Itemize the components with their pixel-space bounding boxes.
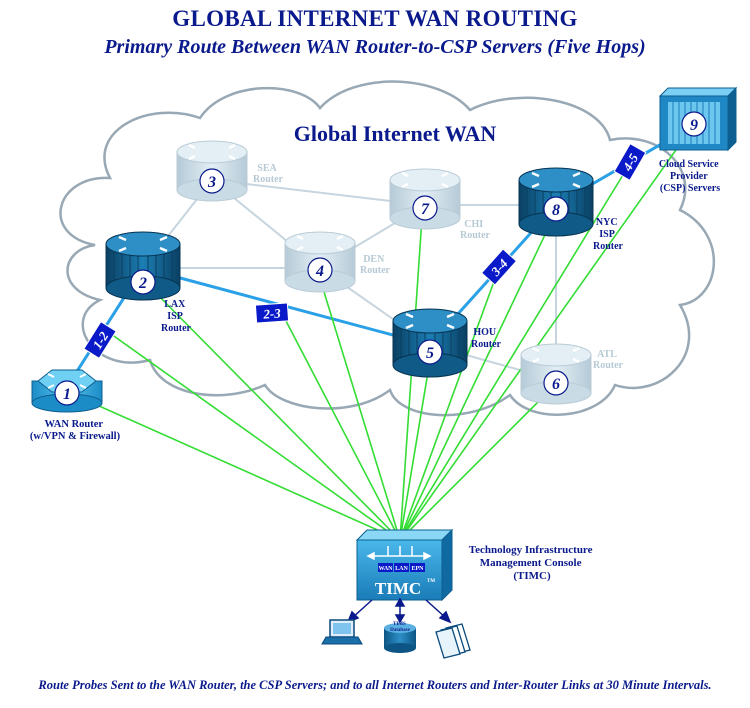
router-5-number-badge <box>417 339 443 365</box>
router-8[interactable]: 8 <box>518 167 594 237</box>
page-title: GLOBAL INTERNET WAN ROUTING <box>172 6 578 31</box>
router-7[interactable]: 7 <box>389 168 461 230</box>
link-badge-2-3: 2-3 <box>254 302 290 324</box>
link-badge-3-4: 3-4 <box>480 248 518 286</box>
router-3-number: 3 <box>207 174 216 191</box>
page-subtitle: Primary Route Between WAN Router-to-CSP … <box>104 36 646 58</box>
router-4[interactable]: 4 <box>284 231 356 293</box>
router-6[interactable]: 6 <box>520 343 592 405</box>
router-1-number: 1 <box>63 386 71 403</box>
link-badge-1-2: 1-2 <box>83 320 117 360</box>
timc-tag-wan <box>378 563 393 572</box>
svg-text:LAN: LAN <box>395 566 408 572</box>
router-7-label: CHI Router <box>460 219 491 241</box>
cloud-label: Global Internet WAN <box>294 121 497 146</box>
router-6-number-badge <box>543 370 569 396</box>
router-5[interactable]: 5 <box>392 308 468 378</box>
router-4-number-badge <box>307 257 333 283</box>
timc-tm: TM <box>427 579 435 584</box>
csp-servers[interactable]: 9 <box>658 86 738 152</box>
router-2-number-badge <box>130 269 156 295</box>
router-1[interactable]: 1 <box>31 369 103 413</box>
link-badge-4-5: 4-5 <box>613 142 647 182</box>
svg-text:2-3: 2-3 <box>262 305 282 321</box>
timc-peripheral-links <box>346 597 452 624</box>
laptop-icon <box>321 619 363 645</box>
router-2[interactable]: 2 <box>105 231 181 301</box>
documents-icon <box>435 623 471 659</box>
probe-lines <box>69 129 691 541</box>
router-3[interactable]: 3 <box>176 140 248 202</box>
router-7-number: 7 <box>421 201 430 218</box>
router-1-number-badge <box>54 380 80 406</box>
router-6-number: 6 <box>552 376 560 393</box>
router-3-number-badge <box>199 168 225 194</box>
router-2-label: LAX ISP Router <box>161 299 192 334</box>
router-3-label: SEA Router <box>253 163 284 185</box>
csp-number: 9 <box>690 117 698 134</box>
router-5-label: HOU Router <box>471 327 502 350</box>
timc-console[interactable]: WAN LAN EPN TIMC TM <box>355 528 454 602</box>
svg-text:WAN: WAN <box>378 566 393 572</box>
router-7-number-badge <box>412 195 438 221</box>
csp-label: Cloud Service Provider (CSP) Servers <box>659 159 721 194</box>
router-1-label: WAN Router (w/VPN & Firewall) <box>30 419 121 442</box>
router-4-label: DEN Router <box>360 254 391 276</box>
router-8-number: 8 <box>552 202 560 219</box>
database-label: TIMS Database <box>390 622 411 633</box>
database-icon: TIMS Database <box>384 622 416 653</box>
timc-tag-lan <box>394 563 409 572</box>
timc-logo: TIMC <box>375 579 421 598</box>
router-6-label: ATL Router <box>593 349 624 371</box>
timc-arrows-icon <box>366 546 432 561</box>
router-4-number: 4 <box>315 263 324 280</box>
timc-tag-epn <box>410 563 425 572</box>
router-8-number-badge <box>543 196 569 222</box>
footer-note: Route Probes Sent to the WAN Router, the… <box>38 678 712 692</box>
router-5-number: 5 <box>426 345 434 362</box>
router-8-label: NYC ISP Router <box>593 217 624 252</box>
svg-text:EPN: EPN <box>412 566 425 572</box>
csp-number-badge <box>681 111 707 137</box>
timc-label: Technology Infrastructure Management Con… <box>469 544 596 582</box>
router-2-number: 2 <box>138 275 147 292</box>
